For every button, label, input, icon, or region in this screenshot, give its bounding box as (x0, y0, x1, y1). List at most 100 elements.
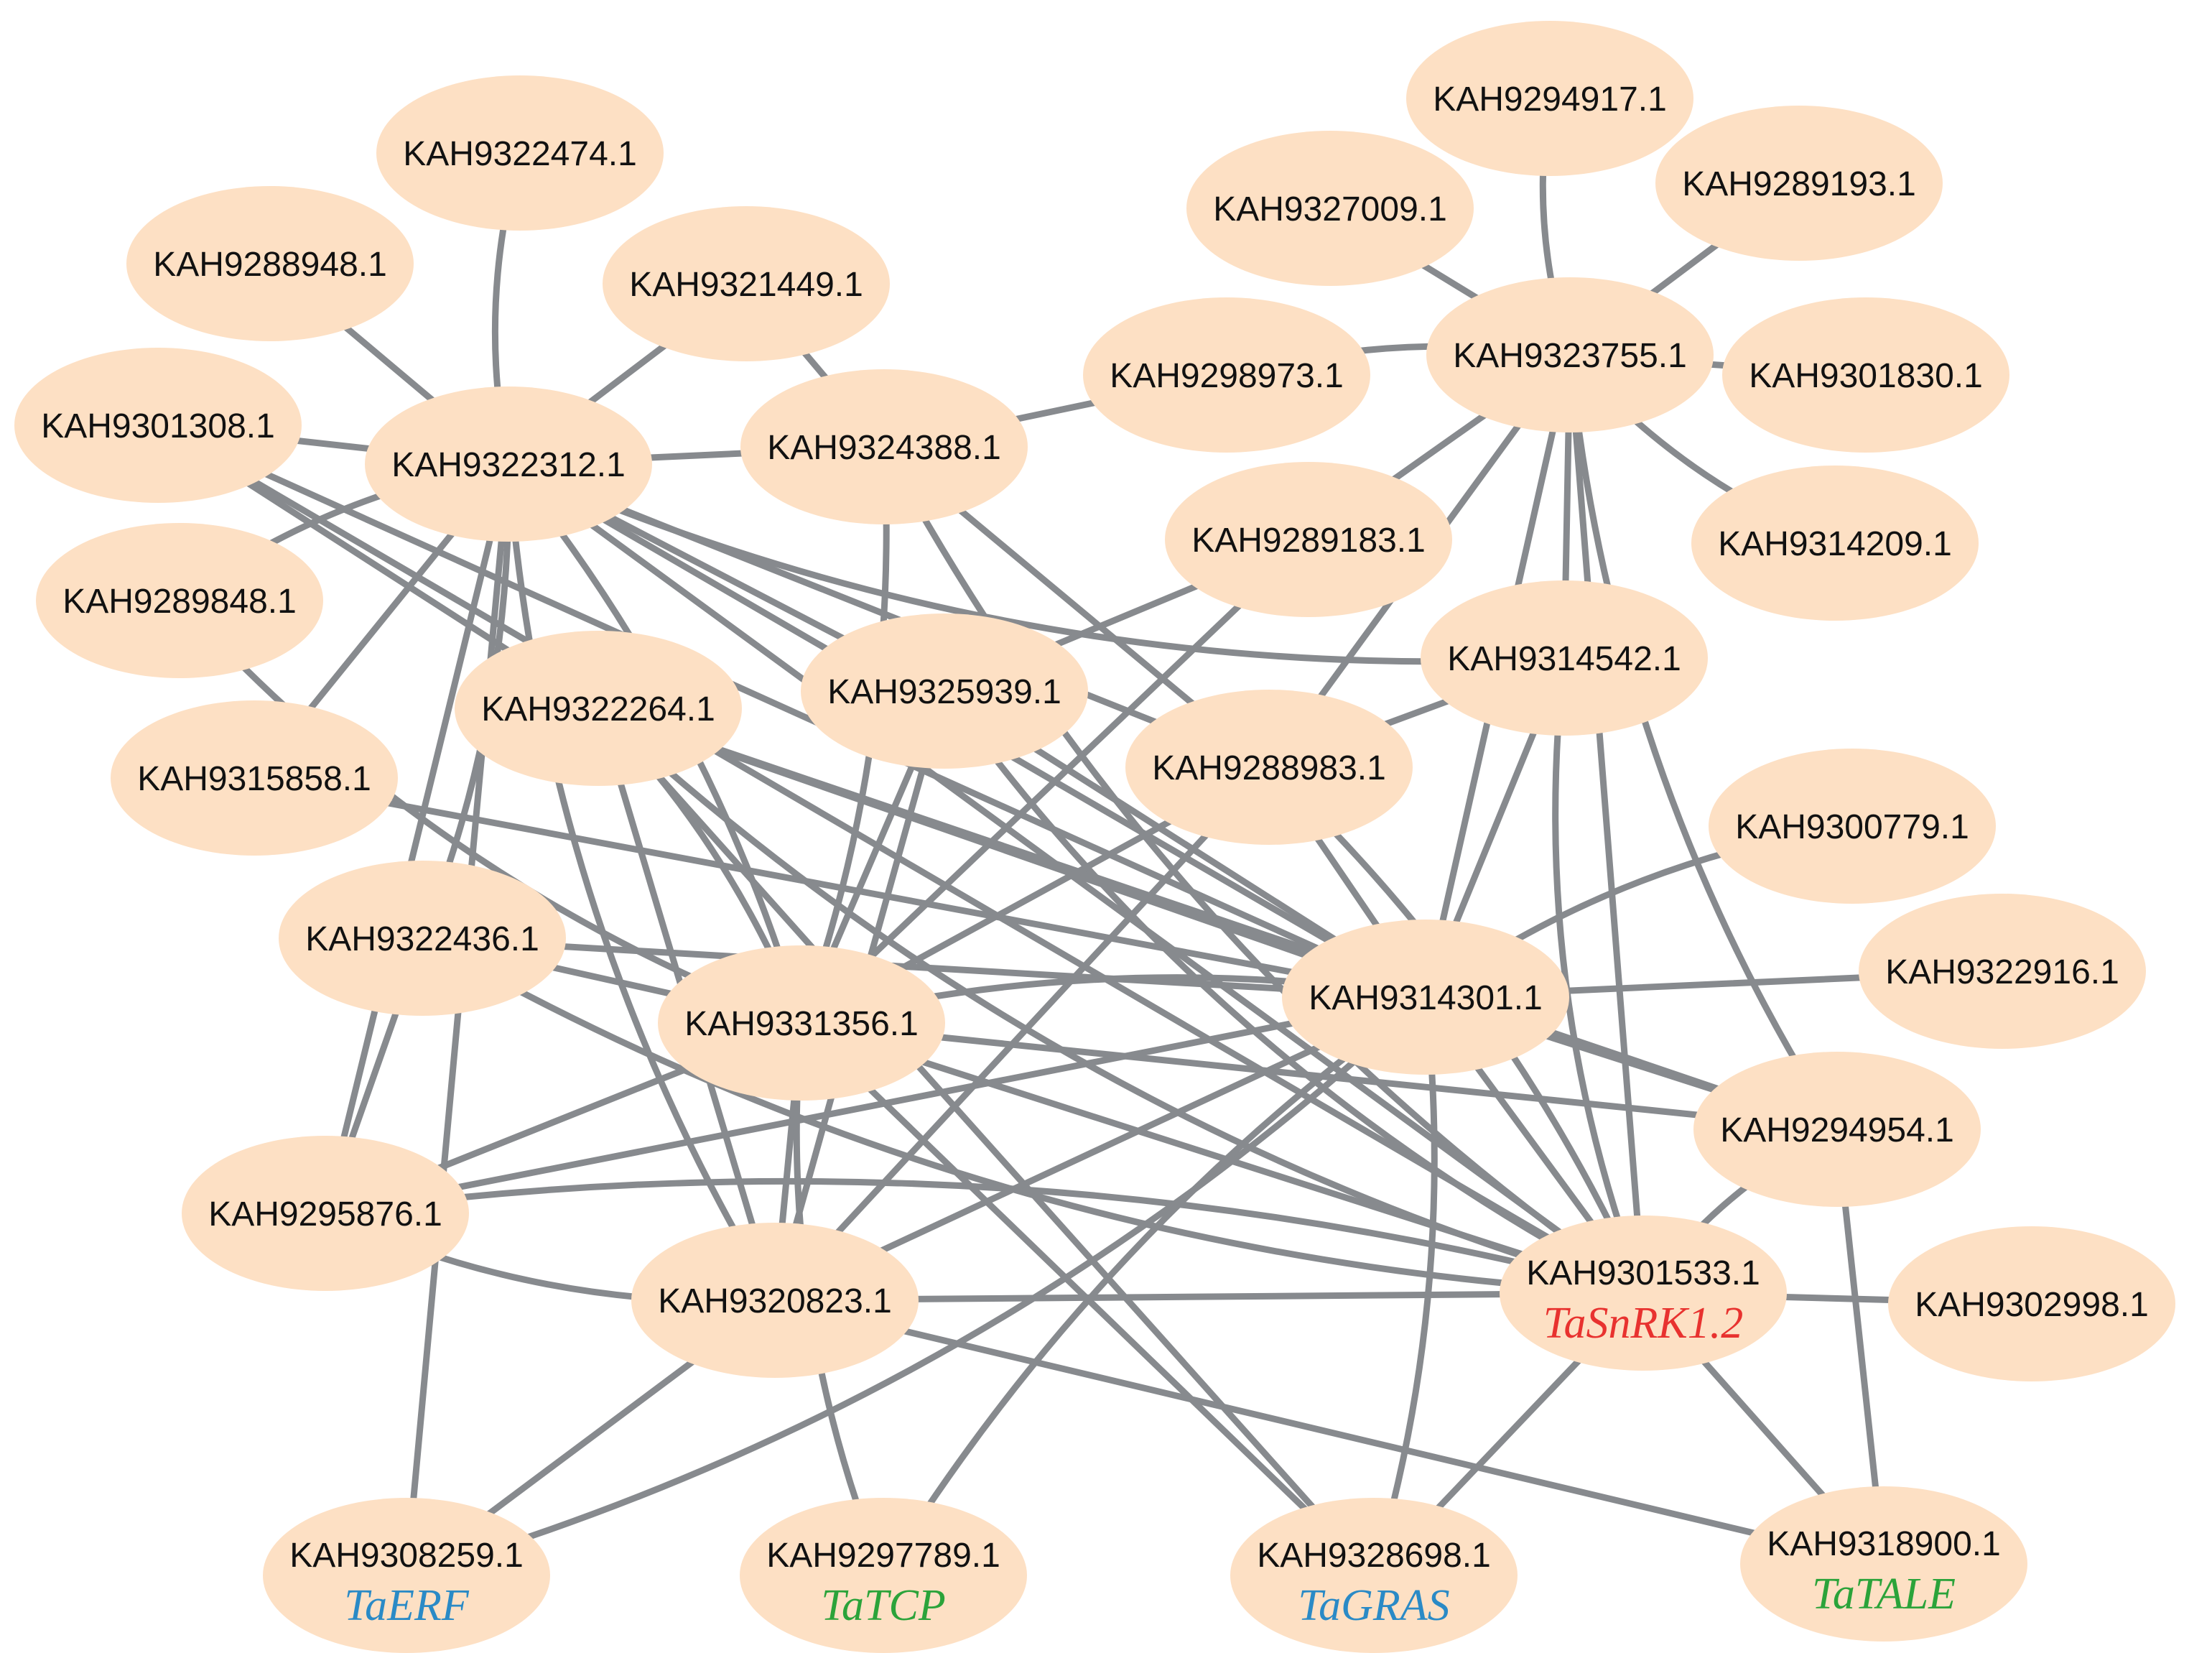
node-label: KAH9288983.1 (1152, 749, 1386, 787)
node-label: KAH9321449.1 (629, 266, 863, 304)
node-ellipse[interactable] (1282, 920, 1569, 1075)
node-label: KAH9323755.1 (1453, 337, 1687, 375)
node-label: KAH9289183.1 (1191, 522, 1426, 560)
node-annotation-taerf: TaERF (344, 1581, 470, 1630)
node-ellipse[interactable] (740, 1498, 1027, 1653)
node-label: KAH9288948.1 (153, 246, 387, 284)
edge-kah9288983-1-to-kah9320823-1 (771, 764, 1273, 1304)
node-label: KAH9322474.1 (403, 135, 637, 173)
node-ellipse[interactable] (455, 631, 742, 786)
node-label: KAH9315858.1 (137, 760, 371, 798)
node-ellipse[interactable] (1888, 1226, 2175, 1381)
node-ellipse[interactable] (263, 1498, 550, 1653)
node-kah9321449-1[interactable]: KAH9321449.1 (603, 206, 890, 361)
edge-kah9323755-1-to-kah9294954-1 (1566, 351, 1841, 1133)
node-ellipse[interactable] (14, 348, 302, 503)
node-ellipse[interactable] (1722, 297, 2009, 453)
node-ellipse[interactable] (1426, 277, 1714, 432)
node-ellipse[interactable] (1165, 462, 1452, 617)
node-kah9302998-1[interactable]: KAH9302998.1 (1888, 1226, 2175, 1381)
node-label: KAH9331356.1 (684, 1005, 919, 1043)
edge-kah9294954-1-to-kah9331356-1 (798, 1019, 1841, 1133)
node-kah9322916-1[interactable]: KAH9322916.1 (1859, 894, 2146, 1049)
node-kah9300779-1[interactable]: KAH9300779.1 (1709, 749, 1996, 904)
node-kah9325939-1[interactable]: KAH9325939.1 (801, 613, 1088, 769)
node-label: KAH9314542.1 (1447, 640, 1681, 678)
node-kah9315858-1[interactable]: KAH9315858.1 (111, 700, 398, 856)
edge-kah9308259-1-to-kah9314301-1 (403, 994, 1429, 1579)
node-ellipse[interactable] (1709, 749, 1996, 904)
node-kah9288983-1[interactable]: KAH9288983.1 (1125, 690, 1413, 845)
node-ellipse[interactable] (126, 186, 414, 341)
node-kah9294954-1[interactable]: KAH9294954.1 (1693, 1052, 1981, 1207)
edge-kah9295876-1-to-kah9301533-1 (322, 1177, 1647, 1297)
node-kah9295876-1[interactable]: KAH9295876.1 (182, 1136, 469, 1291)
node-kah9320823-1[interactable]: KAH9320823.1 (631, 1223, 919, 1378)
node-ellipse[interactable] (1083, 297, 1370, 453)
edge-kah9322264-1-to-kah9294954-1 (595, 705, 1841, 1133)
node-kah9288948-1[interactable]: KAH9288948.1 (126, 186, 414, 341)
node-ellipse[interactable] (365, 386, 652, 542)
node-ellipse[interactable] (279, 861, 566, 1016)
node-ellipse[interactable] (376, 75, 664, 231)
node-annotation-tatale: TaTALE (1812, 1570, 1956, 1619)
node-annotation-tasnrk1-2: TaSnRK1.2 (1543, 1299, 1744, 1348)
edge-kah9322436-1-to-kah9314301-1 (419, 935, 1429, 1001)
node-label: KAH9322264.1 (481, 690, 715, 728)
node-layer: KAH9322474.1KAH9288948.1KAH9321449.1KAH9… (14, 21, 2175, 1653)
node-kah9301308-1[interactable]: KAH9301308.1 (14, 348, 302, 503)
node-kah9294917-1[interactable]: KAH9294917.1 (1406, 21, 1693, 176)
node-kah9323755-1[interactable]: KAH9323755.1 (1426, 277, 1714, 432)
node-label: KAH9327009.1 (1213, 190, 1447, 228)
node-kah9314209-1[interactable]: KAH9314209.1 (1691, 466, 1979, 621)
node-ellipse[interactable] (1125, 690, 1413, 845)
node-kah9322264-1[interactable]: KAH9322264.1 (455, 631, 742, 786)
node-ellipse[interactable] (1230, 1498, 1518, 1653)
node-kah9322474-1[interactable]: KAH9322474.1 (376, 75, 664, 231)
node-ellipse[interactable] (1655, 106, 1943, 261)
node-label: KAH9308259.1 (289, 1537, 524, 1575)
edge-kah9322264-1-to-kah9328698-1 (595, 705, 1377, 1579)
node-kah9289183-1[interactable]: KAH9289183.1 (1165, 462, 1452, 617)
node-ellipse[interactable] (1500, 1216, 1787, 1371)
node-label: KAH9301830.1 (1749, 357, 1983, 395)
node-ellipse[interactable] (740, 369, 1028, 524)
node-ellipse[interactable] (36, 523, 323, 678)
node-ellipse[interactable] (1859, 894, 2146, 1049)
node-kah9314542-1[interactable]: KAH9314542.1 (1421, 580, 1708, 736)
node-kah9301830-1[interactable]: KAH9301830.1 (1722, 297, 2009, 453)
node-ellipse[interactable] (801, 613, 1088, 769)
node-kah9289848-1[interactable]: KAH9289848.1 (36, 523, 323, 678)
node-ellipse[interactable] (1691, 466, 1979, 621)
node-ellipse[interactable] (1421, 580, 1708, 736)
node-kah9289193-1[interactable]: KAH9289193.1 (1655, 106, 1943, 261)
node-kah9324388-1[interactable]: KAH9324388.1 (740, 369, 1028, 524)
node-ellipse[interactable] (1740, 1486, 2027, 1642)
node-ellipse[interactable] (182, 1136, 469, 1291)
node-kah9314301-1[interactable]: KAH9314301.1 (1282, 920, 1569, 1075)
node-kah9322436-1[interactable]: KAH9322436.1 (279, 861, 566, 1016)
node-ellipse[interactable] (1693, 1052, 1981, 1207)
node-ellipse[interactable] (111, 700, 398, 856)
node-kah9298973-1[interactable]: KAH9298973.1 (1083, 297, 1370, 453)
node-label: KAH9289848.1 (62, 583, 297, 621)
node-label: KAH9325939.1 (827, 673, 1061, 711)
node-kah9322312-1[interactable]: KAH9322312.1 (365, 386, 652, 542)
node-label: KAH9302998.1 (1915, 1286, 2149, 1324)
node-label: KAH9322312.1 (391, 446, 626, 484)
edge-kah9322312-1-to-kah9301533-1 (505, 460, 1647, 1297)
node-ellipse[interactable] (631, 1223, 919, 1378)
node-ellipse[interactable] (603, 206, 890, 361)
node-kah9331356-1[interactable]: KAH9331356.1 (658, 945, 945, 1101)
node-ellipse[interactable] (658, 945, 945, 1101)
node-kah9327009-1[interactable]: KAH9327009.1 (1186, 131, 1474, 286)
node-label: KAH9294954.1 (1720, 1111, 1954, 1149)
node-ellipse[interactable] (1186, 131, 1474, 286)
node-ellipse[interactable] (1406, 21, 1693, 176)
